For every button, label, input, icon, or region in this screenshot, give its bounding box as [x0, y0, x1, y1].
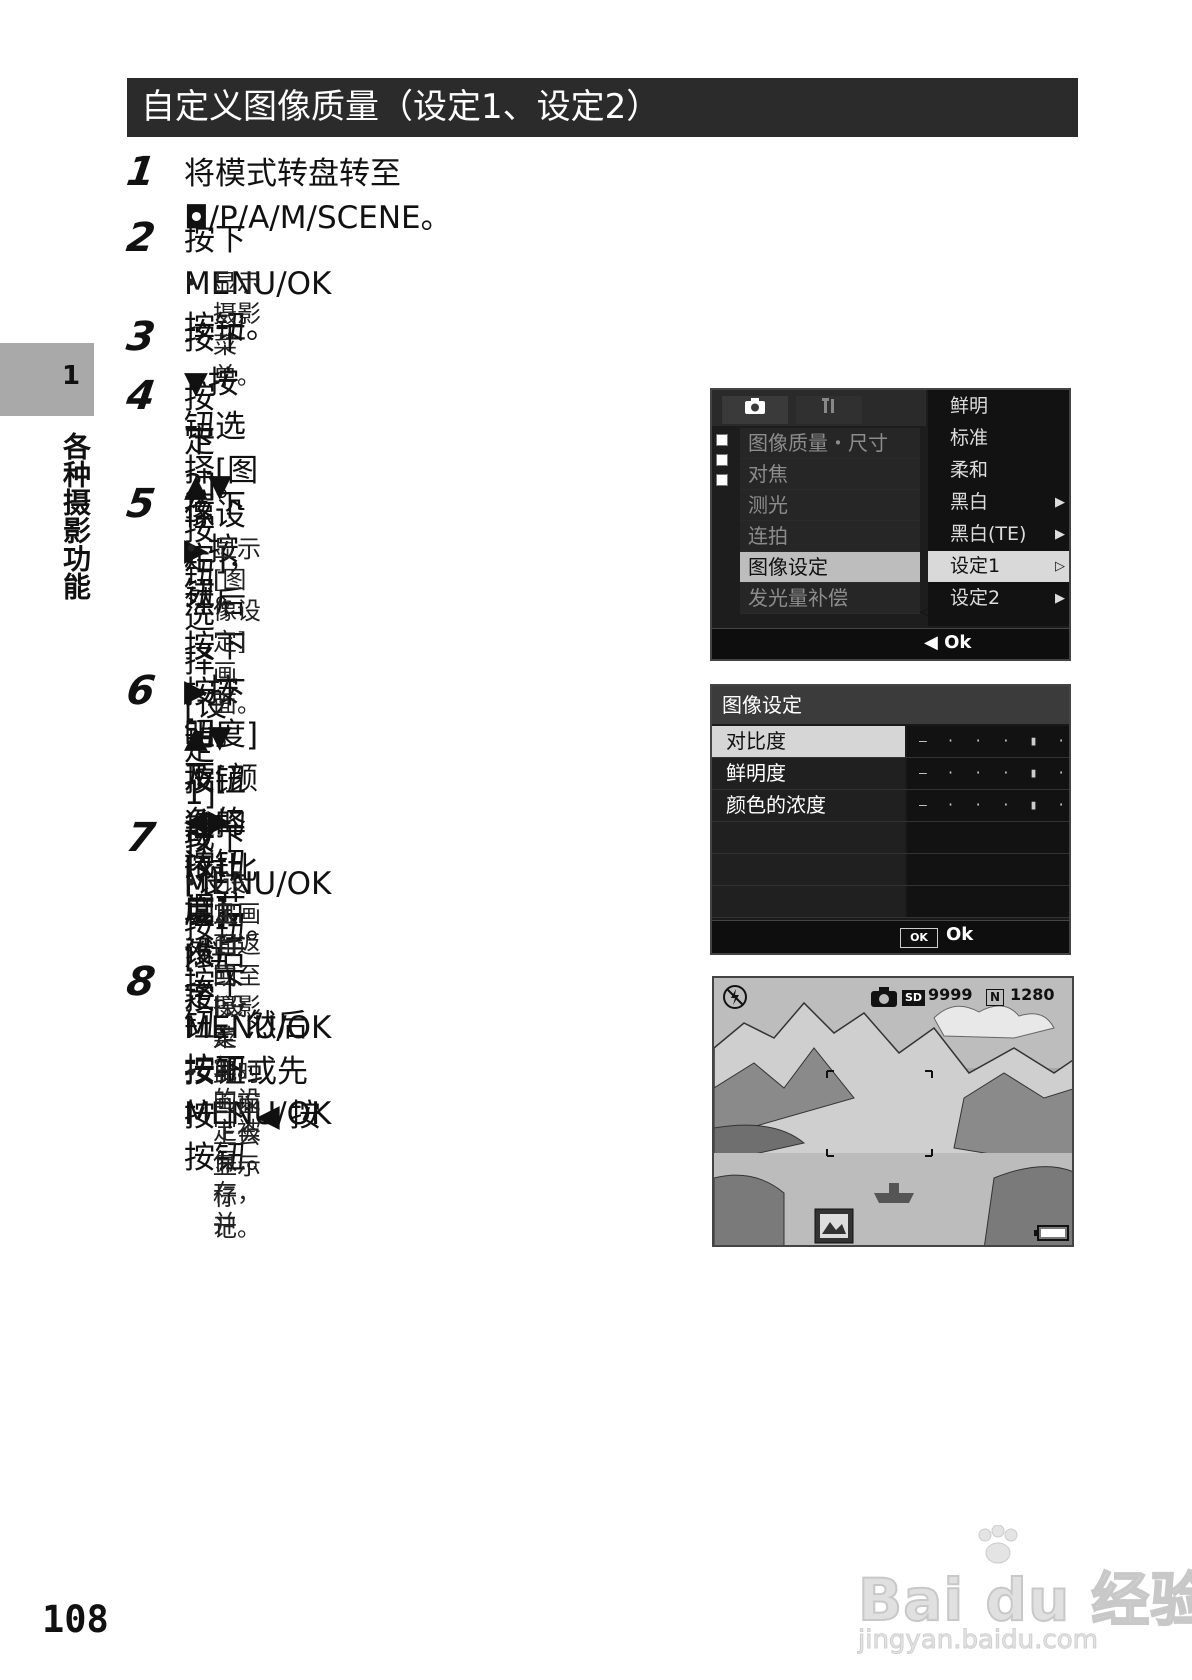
watermark-brand: Bai du 经验: [857, 1565, 1192, 1635]
setting-slider[interactable]: – · · · ▮ · · +: [907, 790, 1069, 821]
submenu-item-standard[interactable]: 标准: [950, 427, 989, 449]
setting-label: 对比度: [712, 726, 905, 757]
submenu-item-setting2[interactable]: 设定2▶: [928, 583, 1069, 614]
chapter-number: 1: [62, 361, 81, 391]
menu-item-metering[interactable]: 测光: [740, 490, 920, 521]
setting-row-empty: [712, 854, 1069, 886]
menu-item-quality[interactable]: 图像质量・尺寸: [740, 428, 920, 459]
step-number: 8: [123, 959, 159, 1005]
menu-tabs: [712, 390, 926, 426]
step-number: 5: [123, 481, 159, 527]
menu-list: 图像质量・尺寸 对焦 测光 连拍 图像设定 发光量补偿 ◁: [712, 426, 931, 626]
ok-hint: ◀ Ok: [924, 632, 972, 653]
setting-row-saturation[interactable]: 颜色的浓度 – · · · ▮ · · +: [712, 790, 1069, 822]
setting-slider[interactable]: – · · · ▮ · · +: [907, 758, 1069, 789]
setting-slider[interactable]: – · · · ▮ · · +: [907, 726, 1069, 757]
step-text-line2: 钮，然后按下MENU/OK按钮。: [184, 1008, 332, 1176]
chapter-label: 各种摄影功能: [59, 432, 92, 600]
right-arrow-icon: ▶: [1055, 591, 1065, 606]
submenu-item-setting1[interactable]: 设定1▷: [928, 551, 1069, 582]
step-text-line3: 下◀▶按钮调节设定。: [184, 759, 246, 1015]
step-number: 6: [123, 668, 159, 714]
setting-row-contrast[interactable]: 对比度 – · · · ▮ · · +: [712, 726, 1069, 758]
chapter-tab: 1: [0, 343, 94, 416]
menu-item-image-setting[interactable]: 图像设定: [740, 552, 920, 583]
right-arrow-icon: ▷: [1055, 559, 1065, 574]
step-text: 按下MENU/OK按钮。: [184, 822, 332, 946]
menu-item-flash-compensation[interactable]: 发光量补偿: [740, 583, 920, 614]
sd-card-icon: SD: [902, 986, 926, 1006]
submenu-item-bw[interactable]: 黑白▶: [928, 487, 1069, 518]
watermark: Bai du 经验 jingyan.baidu.com: [857, 1525, 1192, 1656]
shooting-menu-screen: 图像质量・尺寸 对焦 测光 连拍 图像设定 发光量补偿 ◁ 鲜明 标准 柔和 黑…: [710, 388, 1071, 661]
setting-row-sharpness[interactable]: 鲜明度 – · · · ▮ · · +: [712, 758, 1069, 790]
shots-remaining: 9999: [928, 985, 973, 1004]
screen-footer: OK Ok: [712, 920, 1069, 953]
step-text: 按下▼按钮选择[图像设定]，然后按下▶按钮。: [184, 321, 259, 753]
setting-row-empty: [712, 886, 1069, 918]
step-number: 2: [123, 215, 159, 261]
watermark-url: jingyan.baidu.com: [858, 1625, 1099, 1656]
step-text-line1: 按下▲▼按钮选择[对比度]、[鲜: [184, 675, 259, 975]
ok-button-icon: OK: [900, 928, 938, 948]
wrench-icon[interactable]: [796, 396, 862, 424]
step-text-line2: 定2]。: [184, 424, 247, 504]
ok-hint: Ok: [946, 924, 974, 945]
menu-item-focus[interactable]: 对焦: [740, 459, 920, 490]
step-text-line2: 明度]及[颜色的浓度]，然后按: [184, 717, 259, 1017]
menu-footer: ◀ Ok: [712, 628, 1069, 659]
step-text: 将模式转盘转至◘/P/A/M/SCENE。: [184, 156, 452, 236]
step-text: 按下▶按钮。: [184, 488, 246, 612]
submenu-item-vivid[interactable]: 鲜明: [950, 395, 989, 417]
step-text-line1: 按下 MENU/OK 按钮或先按下 ◀ 按: [184, 966, 332, 1134]
setting-row-empty: [712, 822, 1069, 854]
setting-label: 颜色的浓度: [712, 790, 905, 821]
screen-header: 图像设定: [712, 686, 1069, 724]
submenu-item-bw-te[interactable]: 黑白(TE)▶: [928, 519, 1069, 550]
submenu-item-soft[interactable]: 柔和: [950, 459, 989, 481]
step-number: 4: [123, 373, 159, 419]
submenu-list: 鲜明 标准 柔和 黑白▶ 黑白(TE)▶ 设定1▷ 设定2▶: [928, 390, 1069, 626]
menu-item-continuous[interactable]: 连拍: [740, 521, 920, 552]
landscape-image: [714, 978, 1072, 1245]
step-text: 按下MENU/OK按钮。: [184, 222, 332, 346]
page-indicator: [716, 434, 730, 494]
right-arrow-icon: ▶: [1055, 495, 1065, 510]
step-text-line1: 按下▲▼按钮选择[设定1]或[设: [184, 380, 232, 900]
shooting-view-screen: SD 9999 N 1280: [712, 976, 1074, 1247]
setting-label: 鲜明度: [712, 758, 905, 789]
page-number: 108: [42, 1598, 109, 1641]
quality-icon: N: [986, 986, 1005, 1006]
section-title: 自定义图像质量（设定1、设定2）: [127, 78, 1078, 137]
right-arrow-icon: ▶: [1055, 527, 1065, 542]
image-size: 1280: [1010, 985, 1055, 1004]
paw-icon: [978, 1525, 1018, 1564]
left-arrow-icon: ◁: [920, 604, 931, 620]
camera-icon[interactable]: [722, 396, 788, 424]
step-number: 3: [123, 314, 159, 360]
step-number: 1: [123, 149, 159, 195]
step-number: 7: [123, 815, 159, 861]
image-setting-screen: 图像设定 对比度 – · · · ▮ · · + 鲜明度 – · · · ▮ ·…: [710, 684, 1071, 955]
